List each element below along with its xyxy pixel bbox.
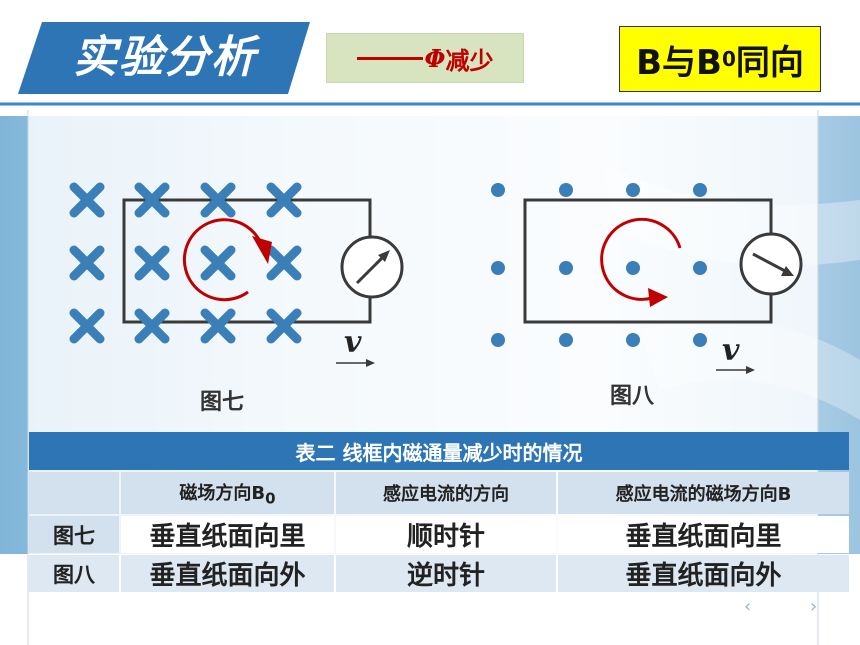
row-fig7-current: 顺时针 bbox=[336, 516, 556, 553]
row-fig7-label: 图七 bbox=[29, 516, 119, 553]
field-dot-icon bbox=[626, 261, 640, 275]
tag-subscript: 0 bbox=[721, 47, 736, 71]
row-fig8-label: 图八 bbox=[29, 555, 119, 592]
title-banner bbox=[18, 22, 310, 94]
field-cross-icon bbox=[266, 245, 302, 281]
fig8-label: 图八 bbox=[610, 384, 655, 409]
field-cross-icon bbox=[69, 182, 105, 218]
tag-suffix: 同向 bbox=[735, 42, 804, 83]
row-fig7-induced: 垂直纸面向里 bbox=[558, 516, 850, 553]
field-dot-icon bbox=[559, 183, 573, 197]
fig8-velocity-label: v bbox=[722, 333, 740, 368]
field-cross-icon bbox=[200, 245, 236, 281]
fig8-current-loop bbox=[600, 217, 682, 301]
field-dot-icon bbox=[559, 261, 573, 275]
field-dot-icon bbox=[559, 333, 573, 347]
fig7-current-loop bbox=[182, 218, 264, 302]
fig7-label: 图七 bbox=[200, 390, 245, 415]
field-dot-icon bbox=[626, 333, 640, 347]
fig8-field-dots bbox=[491, 183, 707, 347]
row-fig8-current: 逆时针 bbox=[336, 555, 556, 592]
field-cross-icon bbox=[134, 308, 170, 344]
field-cross-icon bbox=[69, 308, 105, 344]
tag-prefix: B与B bbox=[636, 42, 722, 83]
table-header-current-direction: 感应电流的方向 bbox=[336, 472, 556, 514]
table-caption: 表二 线框内磁通量减少时的情况 bbox=[29, 432, 850, 470]
header-field-direction-text: 磁场方向B bbox=[179, 482, 266, 504]
field-dot-icon bbox=[626, 183, 640, 197]
fig7-galvanometer-needle bbox=[355, 253, 387, 285]
field-cross-icon bbox=[266, 182, 302, 218]
fig8-galvanometer-needle bbox=[752, 252, 788, 274]
table-header-row: 磁场方向B0 感应电流的方向 感应电流的磁场方向B bbox=[29, 472, 850, 514]
field-dot-icon bbox=[491, 333, 505, 347]
row-fig7-field: 垂直纸面向里 bbox=[121, 516, 334, 553]
field-cross-icon bbox=[134, 182, 170, 218]
subtitle-dash bbox=[356, 56, 423, 60]
fig8-current-arrowhead bbox=[648, 288, 668, 307]
field-cross-icon bbox=[134, 245, 170, 281]
table-header-induced-field: 感应电流的磁场方向B bbox=[558, 472, 850, 514]
table-row: 图八 垂直纸面向外 逆时针 垂直纸面向外 bbox=[29, 555, 850, 592]
flux-symbol: Φ bbox=[424, 43, 446, 73]
field-cross-icon bbox=[200, 308, 236, 344]
field-dot-icon bbox=[693, 261, 707, 275]
field-dot-icon bbox=[693, 333, 707, 347]
field-dot-icon bbox=[491, 183, 505, 197]
table-header-empty bbox=[29, 472, 119, 514]
field-cross-icon bbox=[266, 308, 302, 344]
row-fig8-field: 垂直纸面向外 bbox=[121, 555, 334, 592]
header-field-direction-sub: 0 bbox=[265, 489, 276, 508]
row-fig8-induced: 垂直纸面向外 bbox=[558, 555, 850, 592]
fig7-wire-loop bbox=[122, 198, 372, 324]
table-row: 图七 垂直纸面向里 顺时针 垂直纸面向里 bbox=[29, 516, 850, 553]
fig7-current-arrowhead bbox=[252, 236, 272, 264]
next-slide-icon[interactable]: › bbox=[810, 596, 818, 617]
prev-slide-icon[interactable]: ‹ bbox=[744, 596, 752, 617]
subtitle-box: Φ 减少 bbox=[326, 33, 524, 83]
flux-decrease-table: 表二 线框内磁通量减少时的情况 磁场方向B0 感应电流的方向 感应电流的磁场方向… bbox=[27, 430, 851, 594]
field-dot-icon bbox=[693, 183, 707, 197]
fig7-field-crosses bbox=[69, 182, 302, 344]
field-cross-icon bbox=[200, 182, 236, 218]
figure-8-diagram: v bbox=[491, 183, 803, 374]
fig7-velocity-label: v bbox=[344, 325, 362, 360]
field-dot-icon bbox=[491, 261, 505, 275]
page-title: 实验分析 bbox=[73, 32, 257, 83]
field-cross-icon bbox=[69, 245, 105, 281]
subtitle-text: 减少 bbox=[445, 46, 494, 75]
figure-7-diagram: v bbox=[69, 182, 404, 367]
table-header-field-direction: 磁场方向B0 bbox=[121, 472, 334, 514]
